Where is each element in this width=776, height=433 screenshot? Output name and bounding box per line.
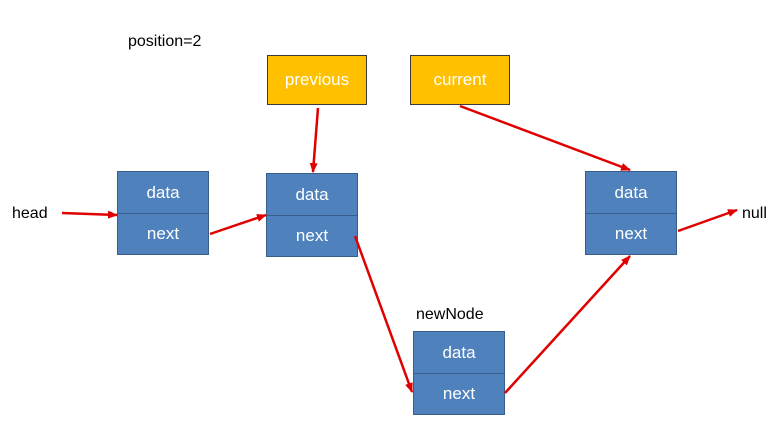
head-to-node-1-arrow — [61, 210, 118, 219]
node-2-to-new-node-arrow — [353, 235, 414, 393]
current-to-node-3-arrow — [459, 104, 631, 172]
list-node-1: data next — [117, 171, 209, 255]
node-3-data-cell: data — [586, 172, 676, 213]
previous-to-node-2-arrow — [309, 107, 320, 173]
head-label: head — [12, 205, 48, 222]
new-node: data next — [413, 331, 505, 415]
position-label: position=2 — [128, 33, 202, 50]
node-1-to-node-2-arrow — [209, 213, 267, 236]
new-node-data-cell: data — [414, 332, 504, 373]
node-1-data-cell: data — [118, 172, 208, 213]
new-node-to-node-3-arrow — [504, 255, 631, 394]
current-pointer-box: current — [410, 55, 510, 105]
node-2-data-cell: data — [267, 174, 357, 215]
null-label: null — [742, 205, 767, 222]
list-node-2: data next — [266, 173, 358, 257]
node-3-next-cell: next — [586, 213, 676, 254]
new-node-label: newNode — [416, 306, 484, 323]
previous-pointer-box: previous — [267, 55, 367, 105]
node-3-to-null-arrow — [677, 208, 738, 233]
new-node-next-cell: next — [414, 373, 504, 414]
node-2-next-cell: next — [267, 215, 357, 256]
list-node-3: data next — [585, 171, 677, 255]
node-1-next-cell: next — [118, 213, 208, 254]
